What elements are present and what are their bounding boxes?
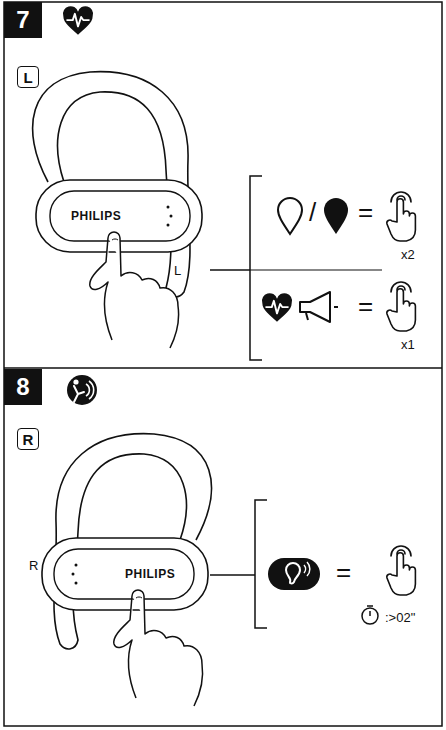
step-number: 8 [4,369,42,405]
node-text: 7 [16,8,29,32]
separator: / [309,199,316,225]
brand-logo: PHILIPS [71,210,121,222]
tap-count: x1 [401,338,415,351]
equals-sign: = [336,559,351,585]
side-badge: R [17,428,39,450]
equals-sign: = [358,293,373,319]
equals-sign: = [358,199,373,225]
step-number: 7 [4,2,42,38]
node-text: R [23,432,34,447]
tap-count: x2 [401,248,415,261]
side-letter: L [174,264,181,277]
brand-logo: PHILIPS [125,568,175,580]
node-text: 8 [16,375,29,399]
side-letter: R [29,559,38,572]
side-badge: L [17,66,39,88]
hold-duration: :>02" [385,611,415,624]
node-text: L [23,70,32,85]
